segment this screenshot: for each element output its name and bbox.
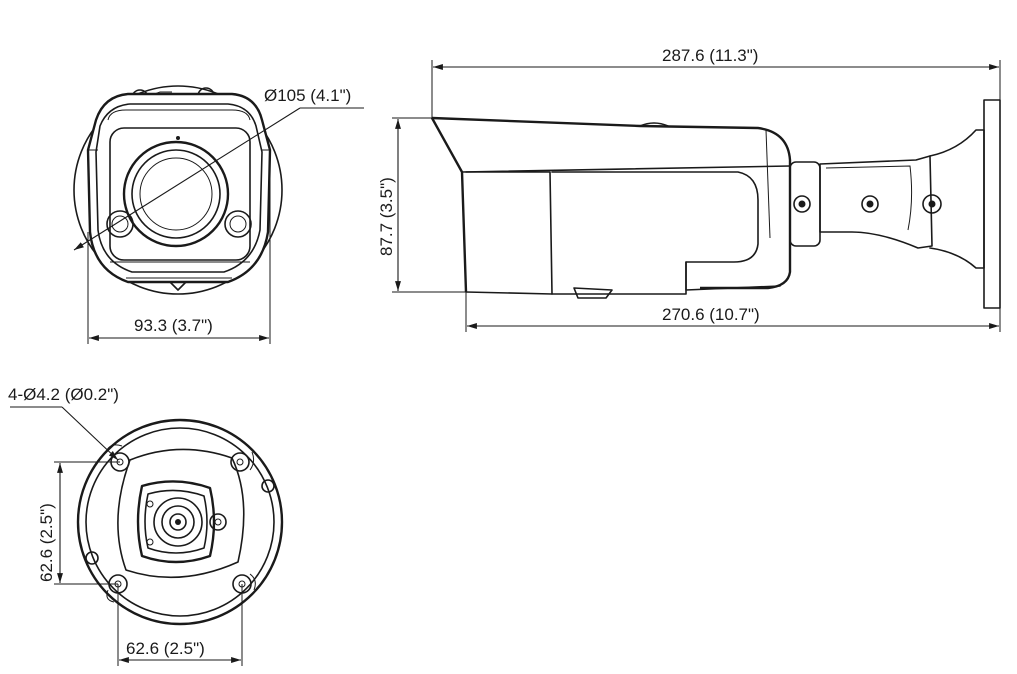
ir-light-left <box>106 210 134 238</box>
dim-lens-diameter: Ø105 (4.1") <box>264 86 351 105</box>
front-outer-circle <box>73 85 283 295</box>
mount-hole <box>230 452 250 472</box>
front-face <box>109 127 251 261</box>
dim-body-length: 270.6 (10.7") <box>662 305 760 324</box>
mount-center-ring <box>153 497 203 547</box>
dim-overall-length: 287.6 (11.3") <box>662 46 758 65</box>
dim-mount-vertical: 62.6 (2.5") <box>37 503 56 582</box>
dim-height: 87.7 (3.5") <box>377 177 396 256</box>
mount-outer-circle <box>76 418 284 626</box>
side-view: 287.6 (11.3") 87.7 (3.5") 270.6 (10.7") <box>377 46 1001 332</box>
dim-mount-holes: 4-Ø4.2 (Ø0.2") <box>8 385 119 404</box>
side-bottom-clip <box>573 287 613 299</box>
bracket-arm <box>819 155 933 249</box>
bracket-base <box>929 129 985 269</box>
mount-center-body <box>136 480 216 564</box>
side-body <box>551 171 759 295</box>
dim-mount-horizontal: 62.6 (2.5") <box>126 639 205 658</box>
mount-view: 4-Ø4.2 (Ø0.2") 62.6 (2.5") 62.6 (2.5") <box>8 385 284 666</box>
wall-plate <box>983 99 1001 309</box>
holes-leader <box>61 406 119 461</box>
front-view: Ø105 (4.1") 93.3 (3.7") <box>73 85 364 344</box>
lens-outer <box>122 140 230 248</box>
ir-light-right <box>224 210 252 238</box>
diameter-leader <box>73 107 301 251</box>
lens-inner <box>131 149 221 239</box>
side-front-section <box>465 171 553 295</box>
front-sunshield <box>86 92 272 284</box>
mount-inner-plate <box>117 448 245 579</box>
dim-front-width: 93.3 (3.7") <box>134 316 213 335</box>
